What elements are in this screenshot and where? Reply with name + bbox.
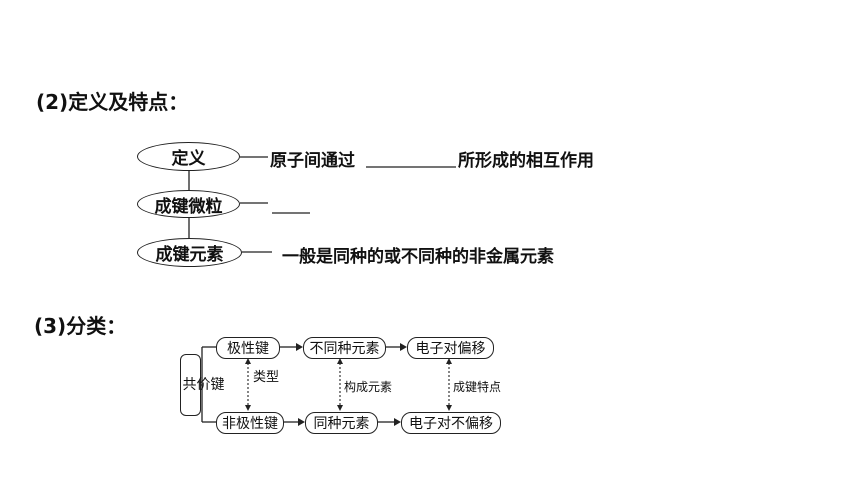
section-3-heading: (3)分类：	[34, 314, 127, 338]
relation-type-label: 类型	[253, 370, 280, 385]
section-2-heading: (2)定义及特点：	[36, 90, 189, 114]
covalent-bond-label: 共价键	[182, 377, 225, 393]
polar-bond-node: 极性键	[216, 337, 280, 359]
definition-text-before: 原子间通过	[270, 151, 355, 171]
nonpolar-bond-node: 非极性键	[216, 412, 284, 434]
covalent-bond-root: 共价键	[180, 354, 225, 416]
polar-pair-node: 电子对偏移	[407, 337, 494, 359]
bonding-elements-node: 成键元素	[137, 238, 242, 267]
definition-node: 定义	[137, 142, 240, 171]
relation-feature-label: 成键特点	[453, 380, 502, 394]
nonpolar-elements-node: 同种元素	[305, 412, 378, 434]
bonding-particles-node: 成键微粒	[137, 190, 240, 218]
polar-elements-node: 不同种元素	[303, 337, 386, 359]
definition-text-after: 所形成的相互作用	[458, 151, 594, 171]
bonding-elements-text: 一般是同种的或不同种的非金属元素	[282, 247, 554, 267]
relation-composition-label: 构成元素	[344, 380, 393, 394]
nonpolar-pair-node: 电子对不偏移	[401, 412, 501, 434]
